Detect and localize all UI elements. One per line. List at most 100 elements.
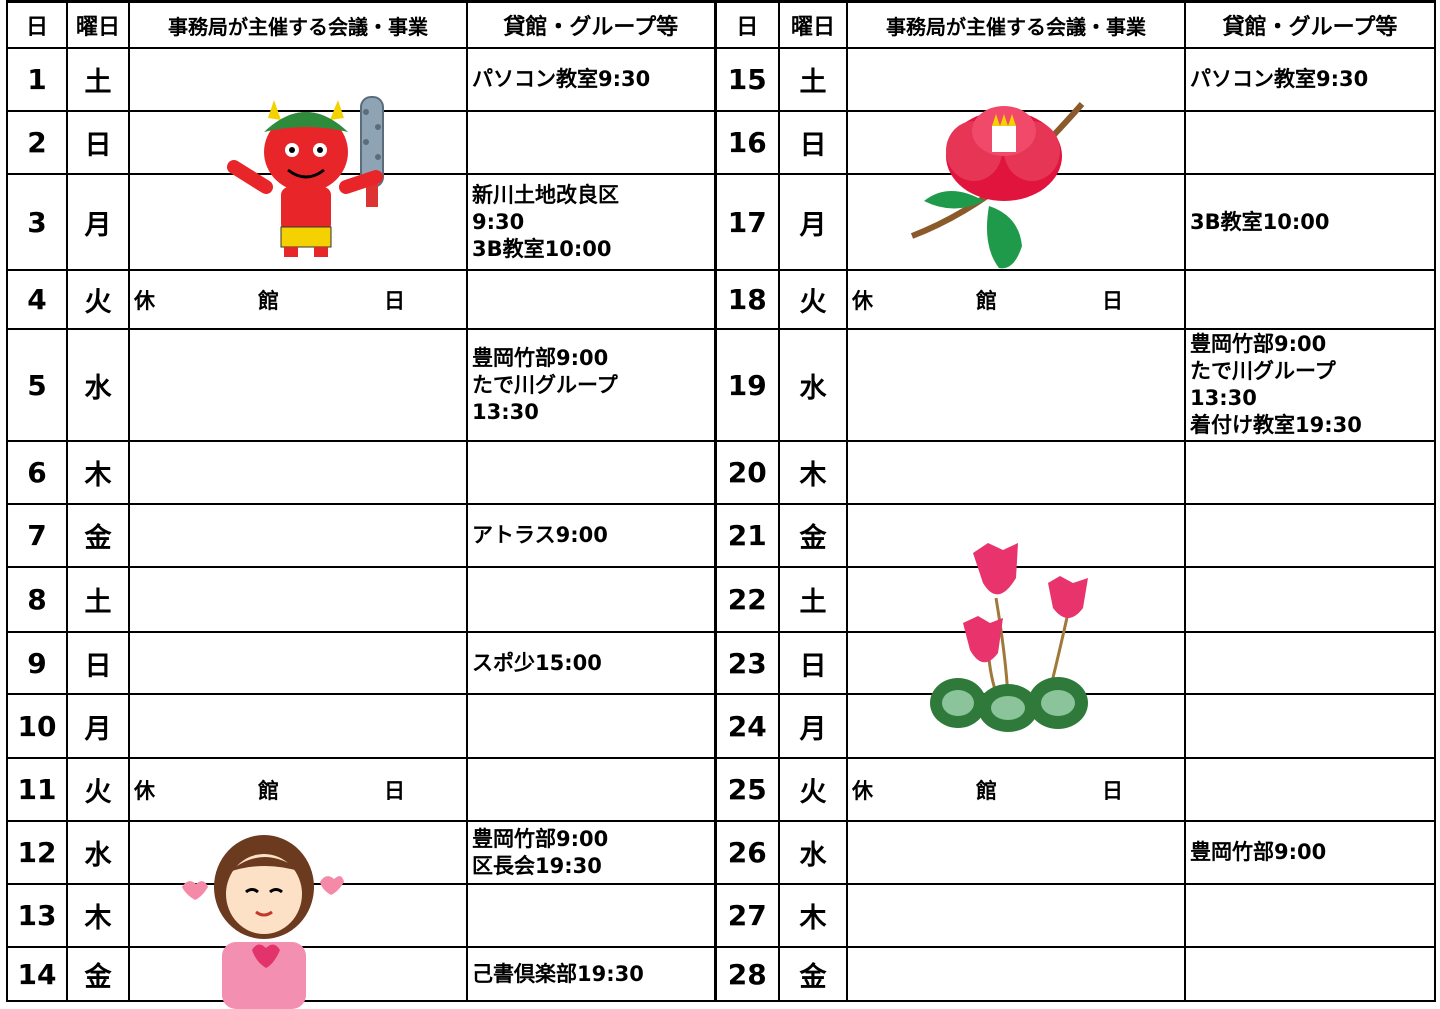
day-cell: 4 <box>6 269 68 330</box>
event-cell <box>846 328 1186 442</box>
rental-cell: アトラス9:00 <box>466 503 716 568</box>
event-cell: 休館日 <box>846 757 1186 822</box>
day-cell: 18 <box>713 269 780 330</box>
rental-cell <box>1184 757 1436 822</box>
event-cell <box>128 503 468 568</box>
event-cell <box>128 328 468 442</box>
rental-cell: 豊岡竹部9:00 区長会19:30 <box>466 820 716 885</box>
day-cell: 20 <box>713 440 780 505</box>
rental-cell <box>1184 440 1436 505</box>
rental-cell <box>1184 946 1436 1002</box>
rental-cell: 豊岡竹部9:00 <box>1184 820 1436 885</box>
closed-day-label: 日 <box>1102 288 1123 313</box>
header-day: 日 <box>6 0 68 49</box>
day-cell: 8 <box>6 566 68 633</box>
rental-cell: 豊岡竹部9:00 たで川グループ 13:30 着付け教室19:30 <box>1184 328 1436 442</box>
weekday-cell: 金 <box>66 503 130 568</box>
rental-cell <box>1184 269 1436 330</box>
event-cell <box>128 110 468 175</box>
rental-cell: 3B教室10:00 <box>1184 173 1436 271</box>
header-weekday-2: 曜日 <box>778 0 848 49</box>
day-cell: 25 <box>713 757 780 822</box>
day-cell: 22 <box>713 566 780 633</box>
day-cell: 13 <box>6 883 68 948</box>
event-cell <box>128 820 468 885</box>
event-cell <box>846 503 1186 568</box>
rental-cell <box>1184 503 1436 568</box>
event-cell <box>128 566 468 633</box>
rental-cell <box>466 693 716 759</box>
rental-cell <box>1184 883 1436 948</box>
weekday-cell: 日 <box>778 110 848 175</box>
event-cell: 休館日 <box>846 269 1186 330</box>
event-cell <box>128 173 468 271</box>
event-cell <box>846 946 1186 1002</box>
rental-cell: 豊岡竹部9:00 たで川グループ 13:30 <box>466 328 716 442</box>
header-events: 事務局が主催する会議・事業 <box>128 0 468 49</box>
weekday-cell: 日 <box>66 110 130 175</box>
schedule-table: 日 曜日 事務局が主催する会議・事業 貸館・グループ等 日 曜日 事務局が主催す… <box>6 0 1436 1002</box>
rental-cell: 己書倶楽部19:30 <box>466 946 716 1002</box>
event-cell <box>846 693 1186 759</box>
weekday-cell: 木 <box>778 440 848 505</box>
rental-cell <box>466 757 716 822</box>
day-cell: 16 <box>713 110 780 175</box>
event-cell <box>846 566 1186 633</box>
weekday-cell: 金 <box>778 946 848 1002</box>
event-cell <box>128 440 468 505</box>
day-cell: 10 <box>6 693 68 759</box>
closed-day-label: 休 <box>134 288 155 313</box>
closed-day-label: 館 <box>258 778 279 803</box>
event-cell <box>128 631 468 695</box>
weekday-cell: 水 <box>66 820 130 885</box>
header-rentals: 貸館・グループ等 <box>466 0 716 49</box>
rental-cell: スポ少15:00 <box>466 631 716 695</box>
day-cell: 12 <box>6 820 68 885</box>
rental-cell <box>1184 110 1436 175</box>
day-cell: 28 <box>713 946 780 1002</box>
day-cell: 9 <box>6 631 68 695</box>
event-cell <box>846 631 1186 695</box>
closed-day-label: 館 <box>976 288 997 313</box>
weekday-cell: 土 <box>66 566 130 633</box>
rental-cell: パソコン教室9:30 <box>466 47 716 112</box>
weekday-cell: 火 <box>66 269 130 330</box>
weekday-cell: 土 <box>778 47 848 112</box>
rental-cell <box>466 269 716 330</box>
weekday-cell: 火 <box>778 269 848 330</box>
weekday-cell: 月 <box>66 173 130 271</box>
rental-cell <box>1184 693 1436 759</box>
event-cell <box>128 47 468 112</box>
rental-cell <box>466 883 716 948</box>
event-cell <box>846 110 1186 175</box>
day-cell: 6 <box>6 440 68 505</box>
rental-cell <box>1184 566 1436 633</box>
rental-cell: パソコン教室9:30 <box>1184 47 1436 112</box>
event-cell: 休館日 <box>128 269 468 330</box>
closed-day-label: 館 <box>258 288 279 313</box>
weekday-cell: 月 <box>778 693 848 759</box>
weekday-cell: 月 <box>66 693 130 759</box>
weekday-cell: 土 <box>778 566 848 633</box>
weekday-cell: 金 <box>778 503 848 568</box>
day-cell: 19 <box>713 328 780 442</box>
weekday-cell: 木 <box>66 883 130 948</box>
event-cell <box>128 693 468 759</box>
header-weekday: 曜日 <box>66 0 130 49</box>
closed-day-label: 日 <box>384 778 405 803</box>
day-cell: 14 <box>6 946 68 1002</box>
day-cell: 27 <box>713 883 780 948</box>
event-cell <box>846 820 1186 885</box>
rental-cell: 新川土地改良区 9:30 3B教室10:00 <box>466 173 716 271</box>
